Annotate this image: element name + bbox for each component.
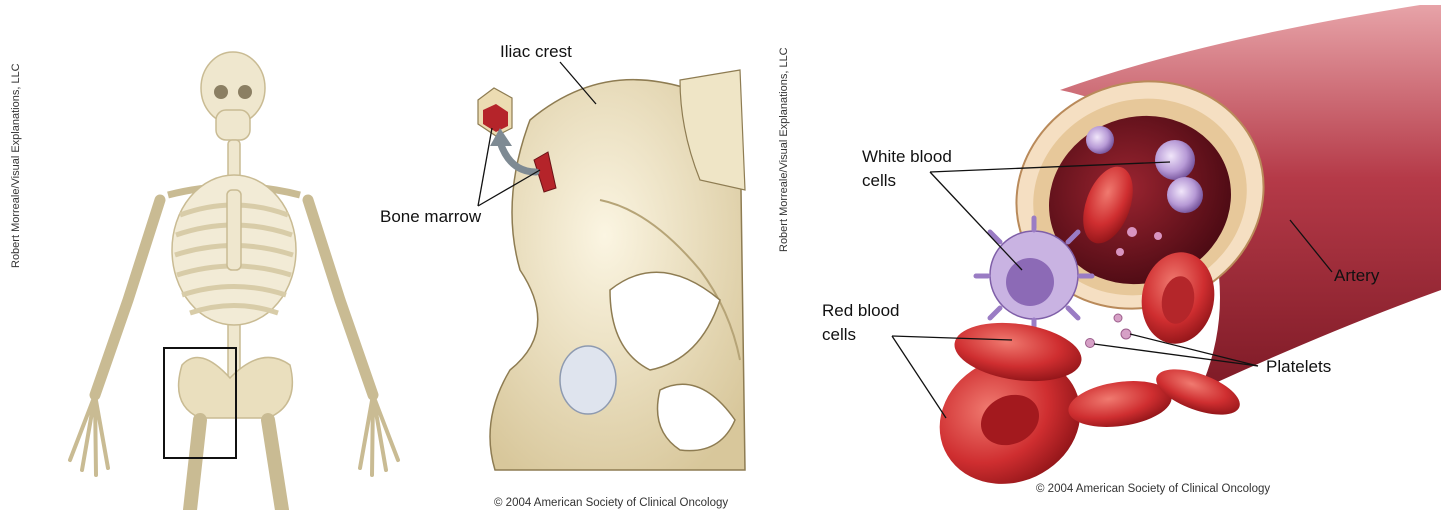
right-copyright: © 2004 American Society of Clinical Onco…: [1036, 483, 1270, 495]
left-copyright: © 2004 American Society of Clinical Onco…: [494, 497, 728, 509]
pelvis-closeup: [478, 70, 745, 470]
label-red-blood-cells-2: cells: [822, 325, 856, 344]
platelets: [1086, 314, 1132, 348]
label-iliac-crest: Iliac crest: [500, 42, 572, 61]
label-red-blood-cells-1: Red blood: [822, 301, 900, 320]
label-artery: Artery: [1334, 266, 1380, 285]
skeleton-panel: Robert Morreale/Visual Explanations, LLC: [10, 42, 745, 510]
artery-panel: Robert Morreale/Visual Explanations, LLC: [778, 5, 1441, 507]
left-credit: Robert Morreale/Visual Explanations, LLC: [10, 63, 22, 268]
right-credit: Robert Morreale/Visual Explanations, LLC: [778, 47, 790, 252]
white-blood-cell: [976, 218, 1092, 332]
skeleton-figure: [70, 52, 398, 510]
label-white-blood-cells-2: cells: [862, 171, 896, 190]
label-platelets: Platelets: [1266, 357, 1331, 376]
label-white-blood-cells-1: White blood: [862, 147, 952, 166]
label-bone-marrow: Bone marrow: [380, 207, 482, 226]
